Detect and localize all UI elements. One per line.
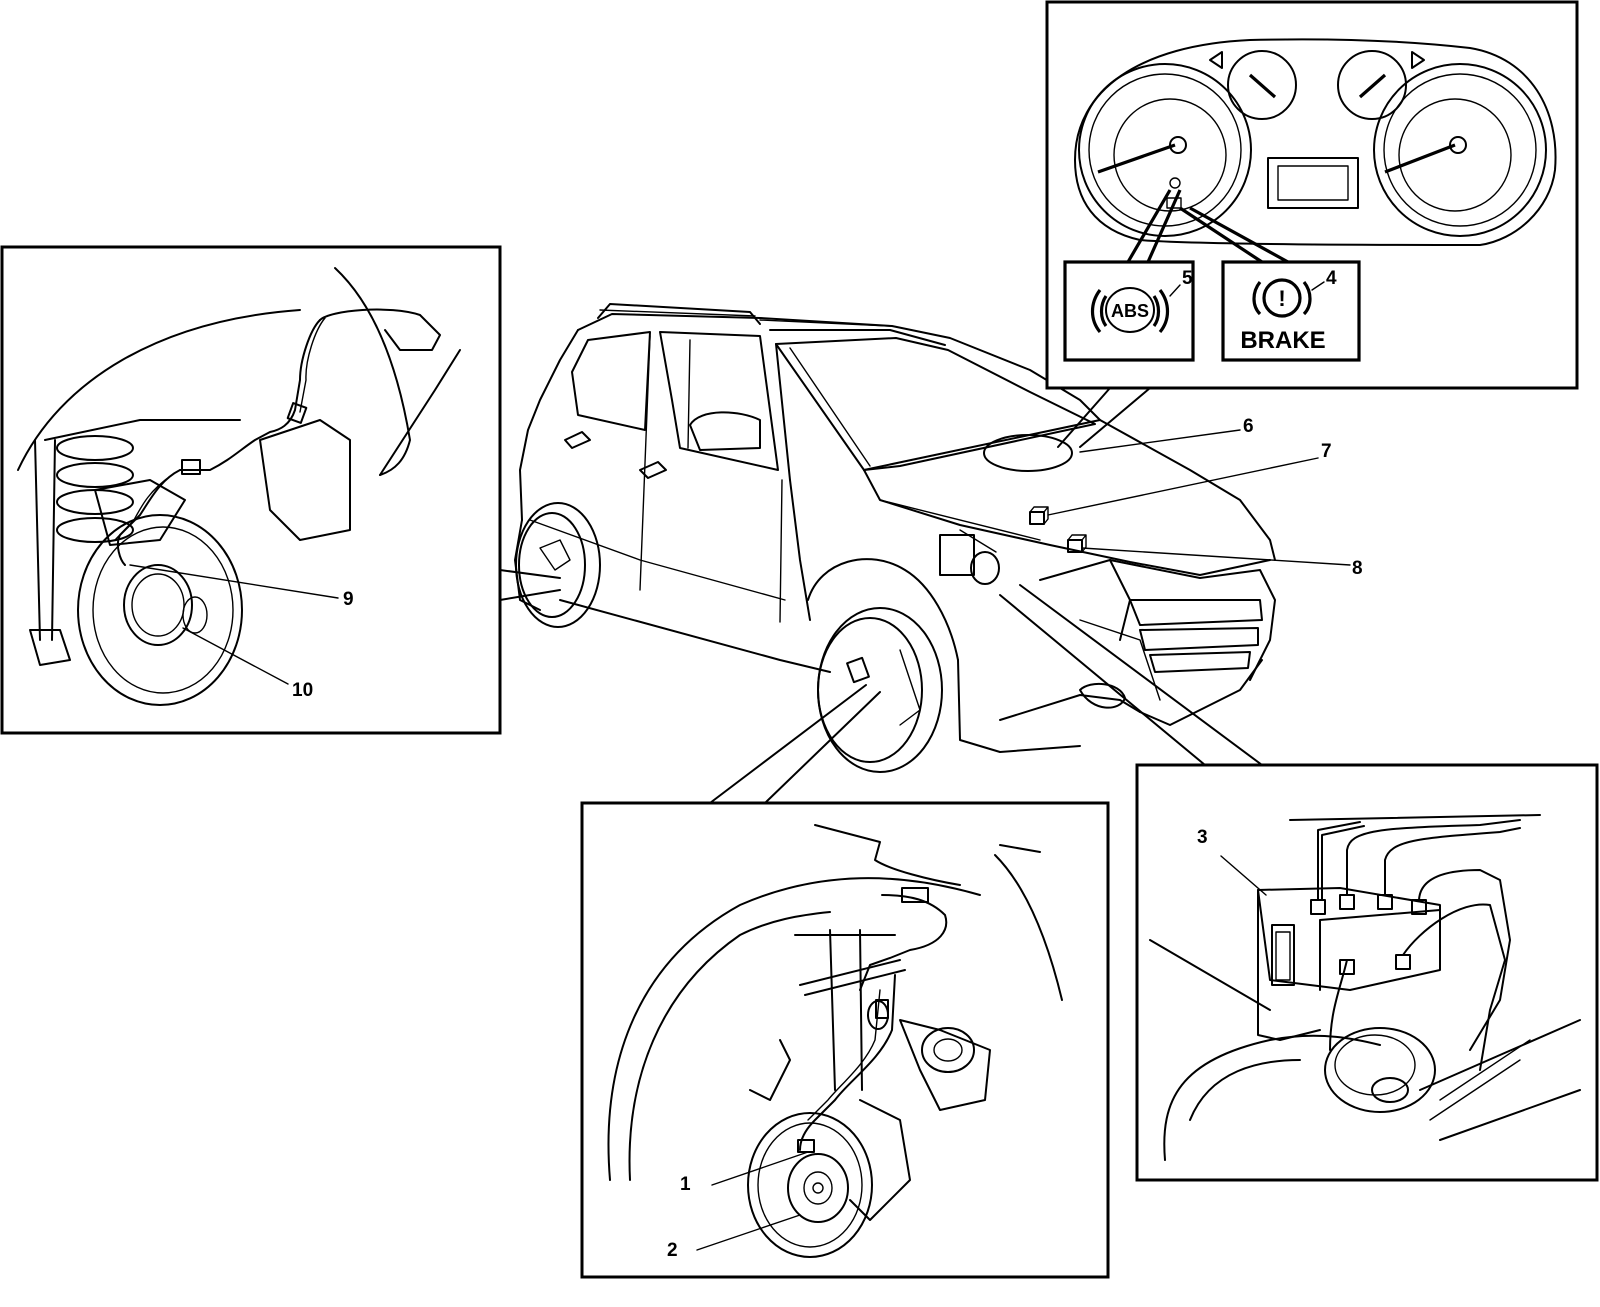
instrument-cluster-inset: ABS 5 ! BRAKE 4: [1045, 0, 1579, 390]
callout-4: 4: [1326, 268, 1337, 289]
rear-wheel-sensor-inset: [0, 245, 502, 735]
vehicle-illustration: [514, 303, 1276, 773]
callout-6: 6: [1243, 416, 1254, 437]
callout-10: 10: [292, 680, 313, 701]
abs-hydraulic-unit-inset: [1135, 763, 1599, 1182]
callout-2: 2: [667, 1240, 678, 1261]
callout-8: 8: [1352, 558, 1363, 579]
callout-1: 1: [680, 1174, 691, 1195]
callout-3: 3: [1197, 827, 1208, 848]
abs-warning-text: ABS: [1111, 301, 1149, 321]
front-wheel-sensor-inset: [580, 801, 1110, 1279]
connector-lines: [499, 387, 1263, 804]
callout-9: 9: [343, 589, 354, 610]
leader-lines: [1047, 429, 1351, 566]
brake-warning-symbol: !: [1278, 286, 1285, 311]
callout-7: 7: [1321, 441, 1332, 462]
callout-5: 5: [1182, 268, 1193, 289]
brake-warning-text: BRAKE: [1240, 327, 1325, 354]
